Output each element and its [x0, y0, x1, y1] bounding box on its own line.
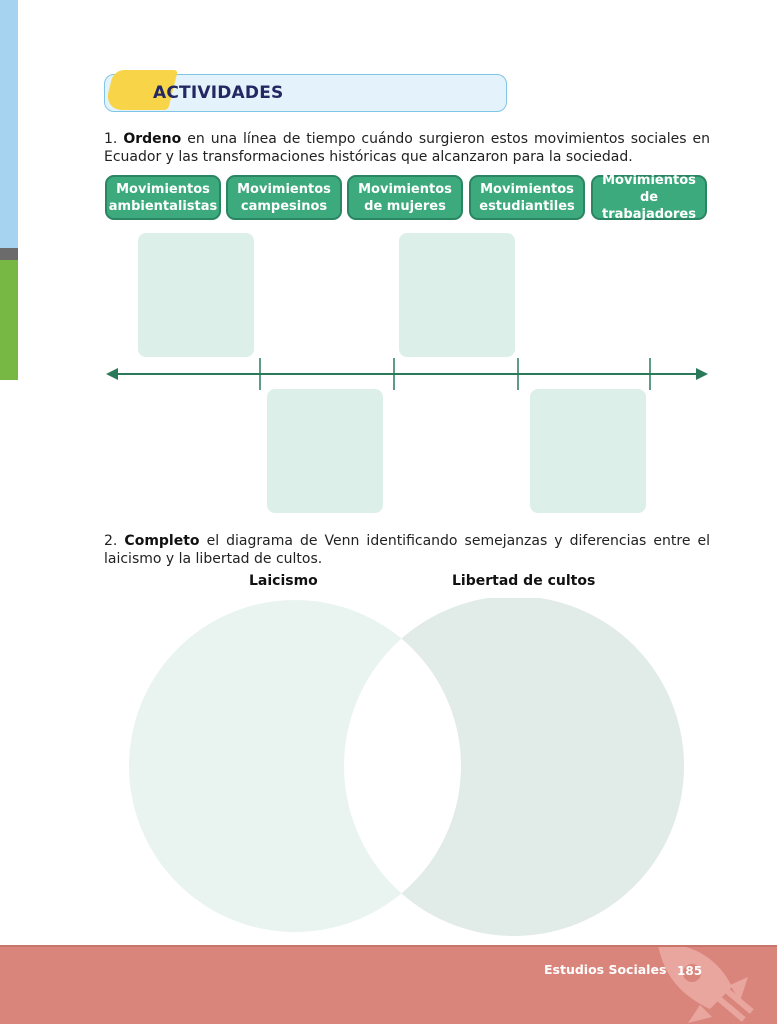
page-number: 185	[677, 964, 703, 978]
chip-estudiantiles[interactable]: Movimientos estudiantiles	[469, 175, 585, 220]
chip-mujeres[interactable]: Movimientos de mujeres	[347, 175, 463, 220]
venn-label-left: Laicismo	[249, 573, 318, 589]
question-1: 1. Ordeno en una línea de tiempo cuándo …	[104, 130, 710, 166]
chip-ambientalistas[interactable]: Movimientos ambientalistas	[105, 175, 221, 220]
chip-trabajadores[interactable]: Movimientos de trabajadores	[591, 173, 707, 222]
rocket-icon	[658, 947, 754, 1023]
venn-intersection[interactable]	[344, 598, 684, 936]
timeline-arrow-left	[106, 368, 118, 380]
side-strip-gray	[0, 248, 18, 260]
timeline-box-4[interactable]	[530, 389, 646, 513]
question-1-verb: Ordeno	[123, 131, 182, 147]
footer-subject: Estudios Sociales	[544, 962, 667, 977]
question-2-verb: Completo	[124, 533, 200, 549]
timeline-line	[106, 358, 708, 390]
timeline-box-3[interactable]	[399, 233, 515, 357]
question-1-text: en una línea de tiempo cuándo surgieron …	[104, 131, 710, 165]
chip-campesinos[interactable]: Movimientos campesinos	[226, 175, 342, 220]
timeline-box-1[interactable]	[138, 233, 254, 357]
timeline-box-2[interactable]	[267, 389, 383, 513]
question-1-number: 1.	[104, 131, 118, 147]
page-footer: Estudios Sociales 185	[0, 945, 777, 1024]
timeline-arrow-right	[696, 368, 708, 380]
side-strip-blue	[0, 0, 18, 248]
page-title: ACTIVIDADES	[153, 83, 284, 103]
side-strip-green	[0, 260, 18, 380]
question-2: 2. Completo el diagrama de Venn identifi…	[104, 532, 710, 568]
venn-diagram	[129, 598, 684, 936]
venn-label-right: Libertad de cultos	[452, 573, 596, 589]
movement-chips: Movimientos ambientalistas Movimientos c…	[105, 173, 707, 222]
question-2-text: el diagrama de Venn identificando semeja…	[104, 533, 710, 567]
question-2-number: 2.	[104, 533, 118, 549]
